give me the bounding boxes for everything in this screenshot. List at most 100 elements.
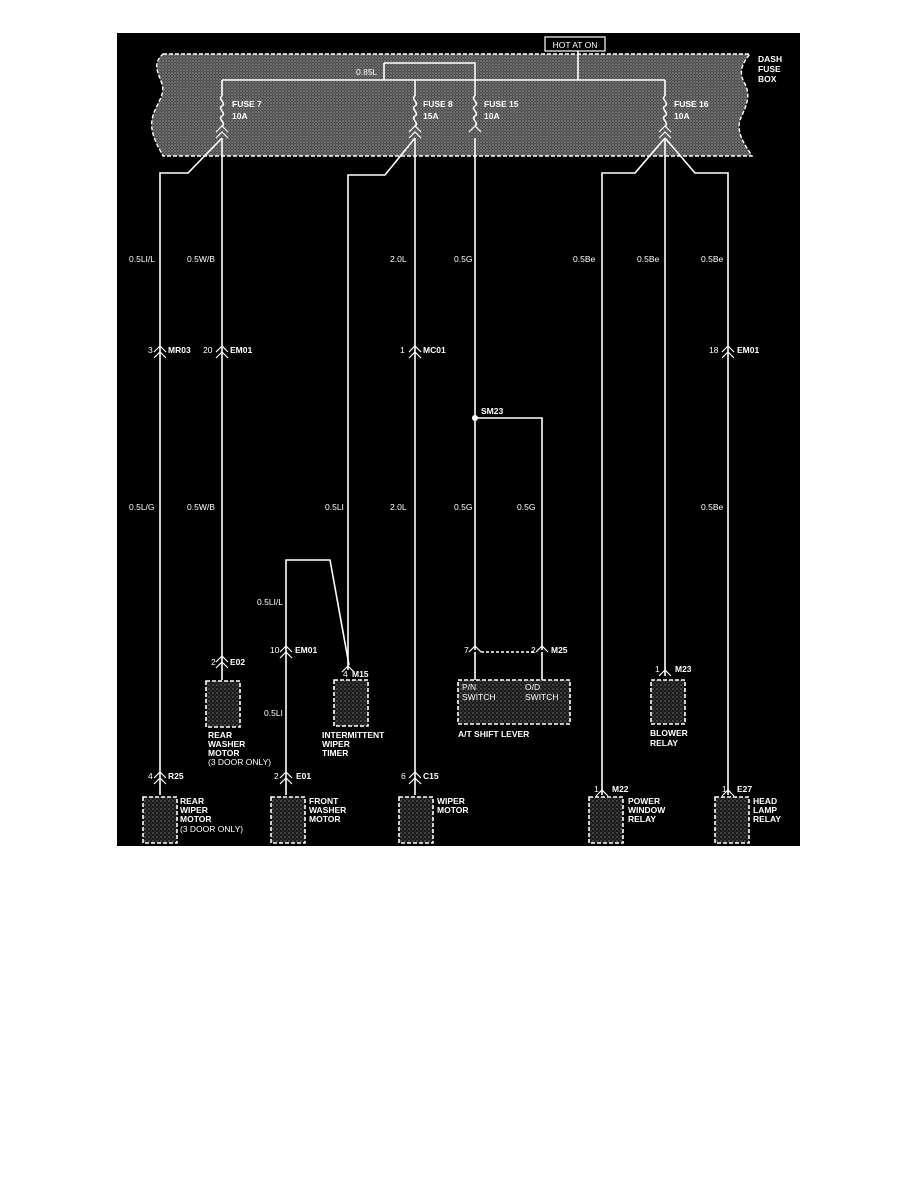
conn-m15-name: M15 xyxy=(352,669,369,679)
conn-c15-name: C15 xyxy=(423,771,439,781)
fuse-8-rating: 15A xyxy=(423,111,439,121)
fuse-16-name: FUSE 16 xyxy=(674,99,709,109)
conn-mc01-name: MC01 xyxy=(423,345,446,355)
conn-m25-a-pin: 7 xyxy=(464,645,469,655)
fuse-8-name: FUSE 8 xyxy=(423,99,453,109)
fuse-7-symbol xyxy=(219,95,225,127)
wire-label-w4-top: 2.0L xyxy=(390,254,407,264)
conn-em01-a-name: EM01 xyxy=(230,345,252,355)
conn-m23-pin: 1 xyxy=(655,664,660,674)
intermittent-wiper-timer xyxy=(333,679,369,727)
wire-label-w5-top: 0.5G xyxy=(454,254,472,264)
od-switch-l2: SWITCH xyxy=(525,692,559,702)
int-wiper-l2: WIPER xyxy=(322,739,350,749)
rear-wiper-motor xyxy=(142,796,178,844)
rear-wiper-l1: REAR xyxy=(180,796,204,806)
front-washer-l1: FRONT xyxy=(309,796,339,806)
rear-wiper-l4: (3 DOOR ONLY) xyxy=(180,824,243,834)
rear-wiper-l3: MOTOR xyxy=(180,814,211,824)
blower-l2: RELAY xyxy=(650,738,678,748)
wire-label-w5-bot: 0.5G xyxy=(454,502,472,512)
conn-em01-b-name: EM01 xyxy=(737,345,759,355)
at-shift-lever xyxy=(457,679,571,725)
wire-label-w3-bot: 0.5LI xyxy=(325,502,344,512)
power-window-relay xyxy=(588,796,624,844)
fuse-7-rating: 10A xyxy=(232,111,248,121)
blower-relay xyxy=(650,679,686,725)
conn-e27-pin: 1 xyxy=(722,784,727,794)
fuse-box-label-1: DASH xyxy=(758,54,782,64)
conn-em01-c-pin: 10 xyxy=(270,645,280,655)
conn-m23-name: M23 xyxy=(675,664,692,674)
conn-e02-name: E02 xyxy=(230,657,245,667)
conn-e01-pin: 2 xyxy=(274,771,279,781)
wiper-motor xyxy=(398,796,434,844)
wire-label-w9-bot: 0.5Be xyxy=(701,502,723,512)
bus-wire-label: 0.85L xyxy=(356,67,378,77)
fuse-15-symbol xyxy=(472,95,478,127)
conn-e01-name: E01 xyxy=(296,771,311,781)
fuse-box-label-2: FUSE xyxy=(758,64,781,74)
head-lamp-relay xyxy=(714,796,750,844)
conn-e02-pin: 2 xyxy=(211,657,216,667)
conn-r25-pin: 4 xyxy=(148,771,153,781)
wire-label-w1-top: 0.5LI/L xyxy=(129,254,155,264)
fuse-16-rating: 10A xyxy=(674,111,690,121)
front-washer-l2: WASHER xyxy=(309,805,346,815)
head-lamp-l2: LAMP xyxy=(753,805,777,815)
fuse-box-label-3: BOX xyxy=(758,74,777,84)
front-washer-l3: MOTOR xyxy=(309,814,340,824)
conn-m22-name: M22 xyxy=(612,784,629,794)
od-switch-l1: O/D xyxy=(525,682,540,692)
rear-washer-l1: REAR xyxy=(208,730,232,740)
fuse-15-name: FUSE 15 xyxy=(484,99,519,109)
pn-switch-l1: P/N xyxy=(462,682,476,692)
power-window-l2: WINDOW xyxy=(628,805,666,815)
conn-em01-b-pin: 18 xyxy=(709,345,719,355)
int-wiper-l3: TIMER xyxy=(322,748,348,758)
wire-label-w2-top: 0.5W/B xyxy=(187,254,215,264)
front-washer-motor xyxy=(270,796,306,844)
fuse-16-symbol xyxy=(662,95,668,127)
head-lamp-l3: RELAY xyxy=(753,814,781,824)
rear-washer-l3: MOTOR xyxy=(208,748,239,758)
conn-em01-c-name: EM01 xyxy=(295,645,317,655)
blower-l1: BLOWER xyxy=(650,728,688,738)
splice-sm23-name: SM23 xyxy=(481,406,503,416)
hot-at-on-box xyxy=(544,36,606,52)
wire-label-w9-top: 0.5Be xyxy=(701,254,723,264)
power-window-l3: RELAY xyxy=(628,814,656,824)
conn-m15-pin: 4 xyxy=(343,669,348,679)
conn-r25-name: R25 xyxy=(168,771,184,781)
conn-mr03-pin: 3 xyxy=(148,345,153,355)
rear-washer-l4: (3 DOOR ONLY) xyxy=(208,757,271,767)
conn-m25-b-name: M25 xyxy=(551,645,568,655)
wire-label-w1-bot: 0.5L/G xyxy=(129,502,155,512)
conn-e27-name: E27 xyxy=(737,784,752,794)
conn-m25-b-pin: 2 xyxy=(531,645,536,655)
wire-label-fw-top: 0.5LI/L xyxy=(257,597,283,607)
conn-m22-pin: 1 xyxy=(594,784,599,794)
wire-label-w2-bot: 0.5W/B xyxy=(187,502,215,512)
wire-label-w4-bot: 2.0L xyxy=(390,502,407,512)
wire-label-fw-bot: 0.5LI xyxy=(264,708,283,718)
conn-em01-a-pin: 20 xyxy=(203,345,213,355)
conn-mc01-pin: 1 xyxy=(400,345,405,355)
rear-wiper-l2: WIPER xyxy=(180,805,208,815)
conn-mr03-name: MR03 xyxy=(168,345,191,355)
rear-washer-l2: WASHER xyxy=(208,739,245,749)
fuse-8-symbol xyxy=(412,95,418,127)
pn-switch-l2: SWITCH xyxy=(462,692,496,702)
hot-at-on-label: HOT AT ON xyxy=(553,40,598,50)
conn-c15-pin: 6 xyxy=(401,771,406,781)
wire-label-w8-top: 0.5Be xyxy=(637,254,659,264)
wire-label-w7-top: 0.5Be xyxy=(573,254,595,264)
fuse-15-rating: 10A xyxy=(484,111,500,121)
fuse-7-name: FUSE 7 xyxy=(232,99,262,109)
int-wiper-l1: INTERMITTENT xyxy=(322,730,385,740)
wiper-motor-l2: MOTOR xyxy=(437,805,468,815)
splice-sm23 xyxy=(472,415,478,421)
power-window-l1: POWER xyxy=(628,796,660,806)
wiper-motor-l1: WIPER xyxy=(437,796,465,806)
